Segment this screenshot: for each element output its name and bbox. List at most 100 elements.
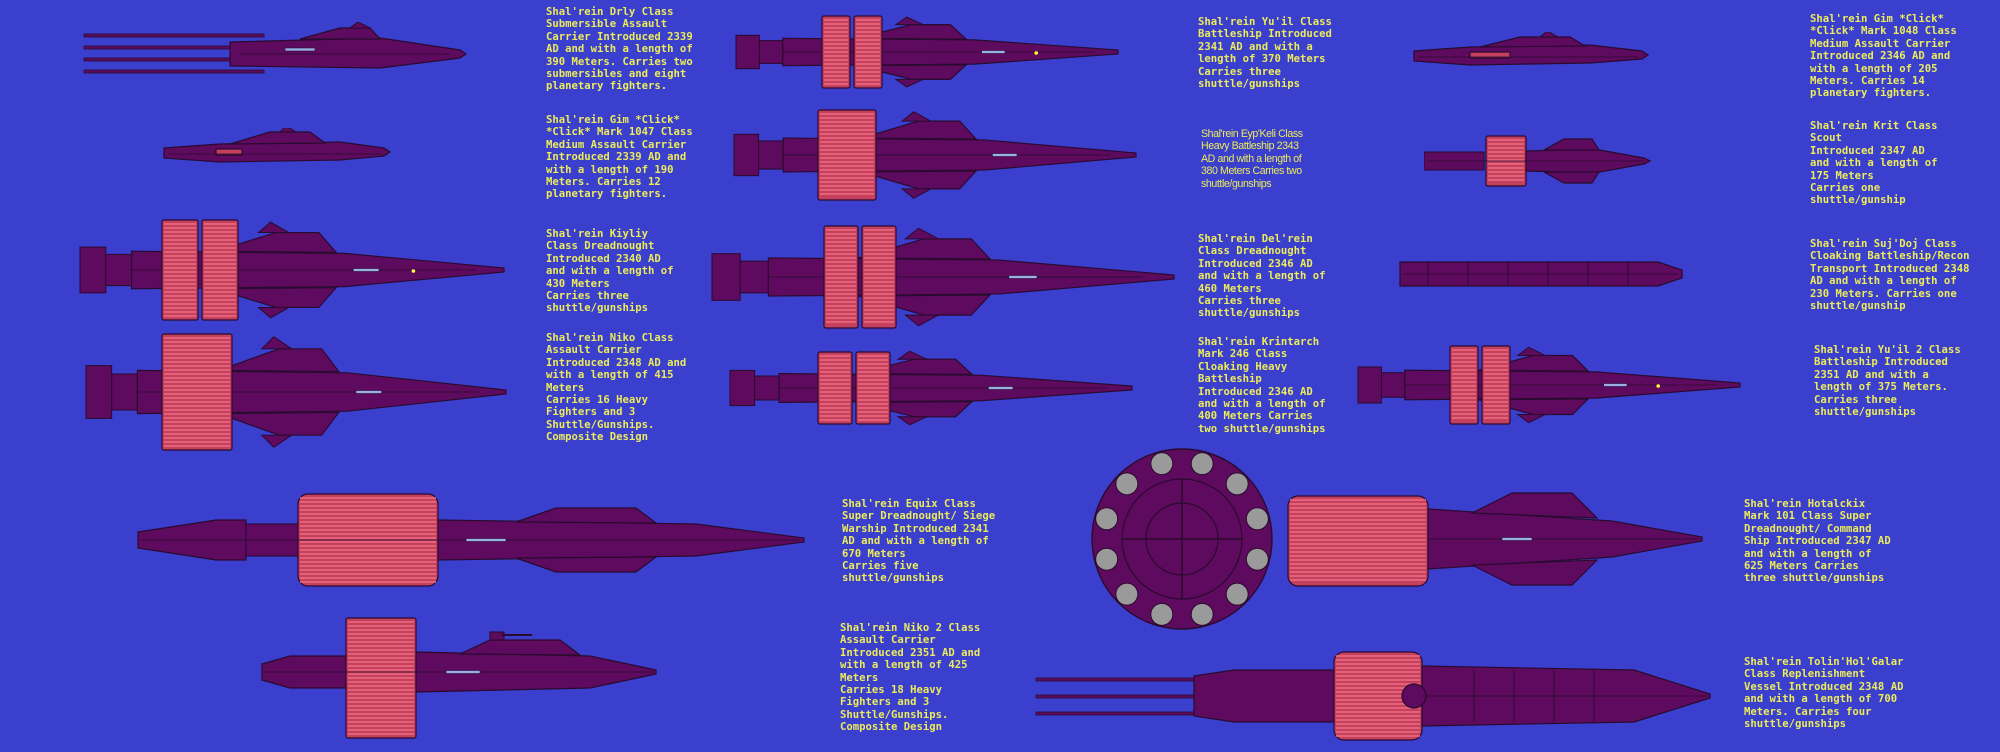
wing-fin <box>903 314 939 327</box>
wing-fin <box>1516 414 1546 424</box>
hull-section <box>1471 492 1599 519</box>
window-strip <box>445 670 481 674</box>
ship-sujdoj-caption: Shal'rein Suj'Doj Class Cloaking Battles… <box>1810 238 1970 313</box>
window-strip <box>465 538 507 542</box>
disc-window <box>1115 582 1139 606</box>
cargo-pod <box>161 219 199 321</box>
disc-window <box>1115 472 1139 496</box>
engine-block <box>105 253 133 287</box>
window-strip <box>355 390 382 394</box>
ship-hotalckix-caption: Shal'rein Hotalckix Mark 101 Class Super… <box>1744 498 1891 585</box>
ship-eypkeli-caption: Shal'rein Eyp'Keli Class Heavy Battleshi… <box>1201 128 1303 190</box>
prong <box>83 69 265 74</box>
engine-block <box>739 260 769 294</box>
hull-section <box>215 231 338 253</box>
ship-kiyliy-illustration <box>79 219 505 321</box>
cargo-pod <box>161 333 233 451</box>
wing-fin <box>278 128 298 133</box>
bridge-light <box>1656 384 1660 388</box>
wing-fin <box>1538 32 1560 38</box>
ship-niko2-illustration <box>261 617 657 739</box>
wing-fin <box>348 22 371 29</box>
wing-fin <box>260 434 294 448</box>
hull-section <box>1471 559 1599 586</box>
prong <box>1035 694 1207 699</box>
wing-fin <box>900 111 932 122</box>
window-strip <box>1501 537 1533 541</box>
window-strip <box>981 50 1006 54</box>
hull-section <box>299 27 382 40</box>
engine-block <box>758 140 784 170</box>
ship-hotalckix-illustration <box>1091 448 1703 630</box>
engine-block <box>1357 366 1382 404</box>
wing-fin <box>900 188 932 199</box>
hull-section <box>856 24 968 40</box>
window-strip <box>992 153 1018 157</box>
hull-section <box>218 411 341 436</box>
prong <box>1035 711 1207 716</box>
disc-window <box>1245 547 1269 571</box>
bridge-light <box>1034 51 1038 55</box>
hull-section <box>459 639 582 656</box>
engine-block <box>729 369 756 407</box>
hull-section <box>229 37 468 69</box>
wing-fin <box>894 16 924 26</box>
cargo-pod <box>215 148 243 156</box>
ship-sujdoj-illustration <box>1399 261 1683 287</box>
disc-window <box>1150 452 1174 476</box>
hull-section <box>515 556 658 573</box>
ship-tolinholgalar-caption: Shal'rein Tolin'Hol'Galar Class Replenis… <box>1744 656 1904 731</box>
ship-gim1047-caption: Shal'rein Gim *Click* *Click* Mark 1047 … <box>546 114 693 201</box>
ship-delrein-illustration <box>711 225 1175 329</box>
hull-section <box>861 120 978 140</box>
ship-tolinholgalar-illustration <box>1035 651 1711 741</box>
engine-block <box>735 34 760 70</box>
disc-window <box>1095 507 1119 531</box>
ship-drly-illustration <box>83 22 468 74</box>
ship-krintarch-illustration <box>729 350 1133 426</box>
hull-section <box>215 287 338 309</box>
ship-krintarch-caption: Shal'rein Krintarch Mark 246 Class Cloak… <box>1198 336 1326 435</box>
hull-section <box>1543 138 1601 151</box>
window-strip <box>988 386 1014 390</box>
ship-krit-illustration <box>1424 135 1652 187</box>
engine-block <box>754 375 780 401</box>
hull-section <box>218 348 341 373</box>
hull-section <box>1413 44 1650 66</box>
hull-section <box>515 507 658 524</box>
engine-block <box>111 373 138 411</box>
cargo-pod <box>201 219 239 321</box>
ship-equix-caption: Shal'rein Equix Class Super Dreadnought/… <box>842 498 996 585</box>
engine-block <box>733 133 760 177</box>
bridge-light <box>411 269 416 273</box>
engine-block <box>711 253 741 301</box>
ship-gim1047-illustration <box>163 128 392 163</box>
engine-block <box>758 40 784 64</box>
engine-block <box>79 246 107 294</box>
engine-block <box>85 365 113 419</box>
wing-fin <box>257 306 291 319</box>
hull-section <box>163 141 392 163</box>
disc-window <box>1190 602 1214 626</box>
window-strip <box>284 47 316 52</box>
ship-niko2-caption: Shal'rein Niko 2 Class Assault Carrier I… <box>840 622 981 734</box>
wing-fin <box>260 336 294 350</box>
ship-equix-illustration <box>137 493 805 587</box>
prong <box>83 33 265 38</box>
ship-yuil-illustration <box>735 15 1119 89</box>
ship-niko-illustration <box>85 333 507 451</box>
ship-niko-caption: Shal'rein Niko Class Assault Carrier Int… <box>546 332 687 444</box>
disc-window <box>1190 452 1214 476</box>
disc-window <box>1245 507 1269 531</box>
hull-section <box>861 170 978 190</box>
wing-fin <box>896 350 928 360</box>
window-strip <box>1008 275 1038 279</box>
wing-fin <box>896 416 928 426</box>
disc-window <box>1225 582 1249 606</box>
window-strip <box>352 268 380 272</box>
wing-fin <box>1516 346 1546 356</box>
engine-block <box>1380 372 1406 398</box>
ship-gim1048-illustration <box>1413 32 1650 66</box>
disc-window <box>1095 547 1119 571</box>
hull-section <box>1543 171 1601 184</box>
